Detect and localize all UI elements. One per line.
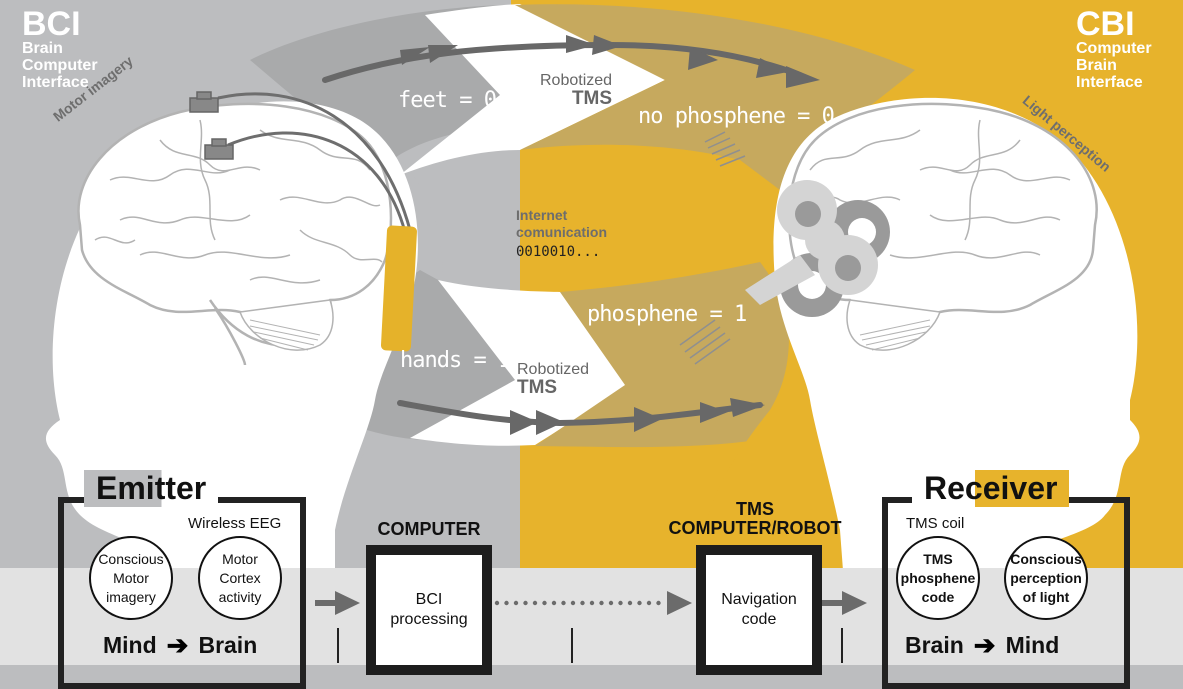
bci-cbi-diagram	[0, 0, 1183, 665]
internet-communication-block: Internet comunication 0010010...	[516, 207, 607, 260]
eeg-electrode-icon	[204, 138, 234, 160]
wireless-eeg-label: Wireless EEG	[188, 515, 282, 532]
connector-dot	[637, 600, 642, 606]
motor-cortex-activity-circle: Motor Cortex activity	[198, 536, 282, 620]
brain-to-mind: Brain ➔ Mind	[905, 630, 1059, 661]
connector-dot	[513, 600, 519, 606]
bci-brain	[77, 102, 393, 366]
mind-label: Mind	[103, 632, 157, 658]
tick-marks	[337, 628, 843, 663]
dotted-arrow	[494, 591, 692, 615]
conscious-motor-imagery-circle: Conscious Motor imagery	[89, 536, 173, 620]
navigation-code-box: Navigation code	[696, 545, 822, 675]
bci-title-block: BCI Brain Computer Interface	[22, 5, 98, 91]
connector-dot	[561, 600, 566, 606]
connector-dot	[580, 600, 585, 606]
cbi-acronym: CBI	[1076, 5, 1135, 43]
communication-label: comunication	[516, 224, 608, 240]
top-robotized-label: Robotized	[540, 72, 613, 89]
receiver-title: Receiver	[912, 470, 1070, 507]
eeg-wire-2	[227, 131, 407, 233]
bci-head-halo	[300, 60, 520, 665]
bottom-tms-label: TMS	[517, 377, 558, 398]
cbi-title-block: CBI Computer Brain Interface	[1076, 5, 1152, 91]
bci-subtitle-line-1: Brain	[22, 40, 63, 57]
bottom-channel-arrow	[397, 398, 765, 435]
brain-label: Brain	[198, 632, 258, 658]
top-channel-arrow	[322, 35, 820, 88]
connector-dot	[656, 600, 661, 606]
top-tms-label: TMS	[571, 88, 613, 109]
connector-dot	[570, 600, 576, 606]
bci-acronym: BCI	[22, 5, 81, 43]
connector-dot	[542, 600, 547, 606]
bci-subtitle-line-2: Computer	[22, 57, 98, 74]
connector-dot	[589, 600, 595, 606]
emitter-title: Emitter	[84, 470, 219, 507]
tms-coil-label: TMS coil	[906, 515, 965, 532]
arrow-right-icon: ➔	[973, 630, 996, 660]
connector-dot	[532, 600, 538, 606]
mind-to-brain: Mind ➔ Brain	[103, 630, 257, 661]
hands-label: hands = 1	[400, 348, 511, 373]
tms-computer-title: TMS COMPUTER/ROBOT	[640, 500, 870, 538]
arrow-right-icon	[315, 591, 360, 615]
connector-dot	[523, 600, 528, 606]
connector-dot	[494, 600, 500, 606]
arrow-right-icon: ➔	[166, 630, 189, 660]
bci-processing-box: BCI processing	[366, 545, 492, 675]
tms-computer-title-line-1: TMS	[736, 499, 774, 519]
wireless-eeg-device	[380, 225, 417, 352]
connector-dot	[599, 600, 604, 606]
cbi-subtitle-line-2: Brain	[1076, 57, 1117, 74]
connector-dot	[551, 600, 557, 606]
hatch-bottom	[679, 319, 731, 365]
connector-dot	[608, 600, 614, 606]
top-robotized-tms: Robotized TMS	[540, 72, 612, 109]
tms-phosphene-code-circle: TMS phosphene code	[896, 536, 980, 620]
hatch-top	[704, 131, 746, 167]
receiver-mind-label: Mind	[1005, 632, 1060, 658]
cbi-subtitle-line-1: Computer	[1076, 40, 1152, 57]
bottom-channel-band-white	[410, 280, 630, 446]
conscious-perception-circle: Conscious perception of light	[1004, 536, 1088, 620]
tms-computer-title-line-2: COMPUTER/ROBOT	[668, 518, 842, 538]
arrow-right-icon	[822, 591, 867, 615]
no-phosphene-label: no phosphene = 0	[638, 104, 835, 129]
feet-label: feet = 0	[398, 88, 497, 113]
bit-stream: 0010010...	[516, 244, 601, 260]
wind-up-key-icon	[745, 180, 890, 317]
connector-dot	[618, 600, 623, 606]
internet-label: Internet	[516, 207, 568, 223]
bottom-robotized-label: Robotized	[517, 361, 590, 378]
bottom-robotized-tms: Robotized TMS	[517, 361, 589, 398]
phosphene-label: phosphene = 1	[587, 302, 747, 327]
receiver-brain-label: Brain	[905, 632, 964, 658]
connector-dot	[627, 600, 633, 606]
eeg-wire-1	[217, 92, 412, 231]
cbi-subtitle-line-3: Interface	[1076, 74, 1143, 91]
connector-dot	[646, 600, 652, 606]
bci-subtitle-line-3: Interface	[22, 74, 89, 91]
computer-title: COMPUTER	[377, 519, 481, 539]
connector-dot	[504, 600, 509, 606]
eeg-electrode-icon	[189, 91, 219, 113]
